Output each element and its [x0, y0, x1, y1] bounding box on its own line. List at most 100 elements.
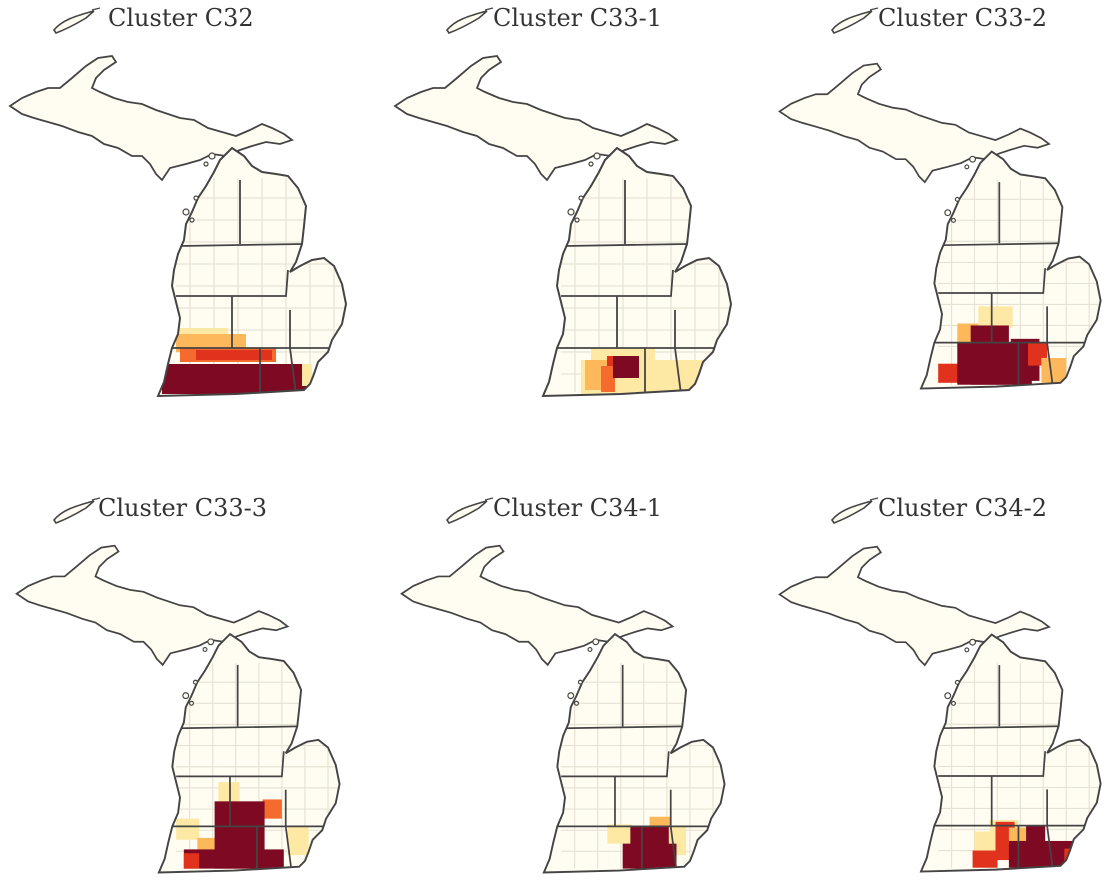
island — [587, 646, 593, 652]
michigan-map — [8, 55, 348, 398]
map-panel-c34-1: Cluster C34-1 — [385, 490, 745, 884]
lower-peninsula-outline — [542, 632, 726, 874]
upper-peninsula — [393, 55, 679, 182]
region-border — [564, 725, 683, 730]
island — [574, 700, 580, 706]
region-border — [561, 269, 674, 297]
map-panel-c33-3: Cluster C33-3 — [0, 490, 360, 884]
island — [964, 164, 970, 170]
lower-peninsula — [543, 148, 731, 396]
panel-title: Cluster C33-2 — [878, 4, 1048, 32]
region-border — [938, 268, 1047, 294]
region-border — [669, 826, 678, 871]
island — [567, 208, 575, 216]
island — [588, 161, 594, 167]
island — [189, 217, 195, 223]
hotspot-level1 — [302, 364, 312, 386]
map-panel-c33-1: Cluster C33-1 — [385, 0, 745, 420]
hotspot-level2 — [1008, 827, 1027, 845]
region-border — [1046, 342, 1054, 387]
hotspot-level4 — [183, 853, 200, 869]
hotspot-level1 — [218, 782, 240, 806]
lake-island-icon — [53, 7, 101, 34]
lake-island-icon — [53, 497, 101, 524]
michigan-map — [15, 544, 341, 874]
hotspot-level1 — [176, 818, 200, 840]
island — [207, 638, 215, 646]
upper-peninsula — [778, 545, 1051, 667]
island — [182, 692, 190, 700]
upper-peninsula — [400, 544, 675, 667]
region-border — [176, 751, 285, 778]
panel-title: Cluster C33-1 — [493, 4, 663, 32]
map-panel-c33-2: Cluster C33-2 — [770, 0, 1114, 420]
lower-peninsula — [920, 634, 1101, 872]
region-border — [564, 243, 688, 247]
island — [954, 679, 960, 685]
island — [189, 700, 195, 706]
hotspot-level1 — [287, 826, 309, 856]
region-border — [284, 826, 293, 871]
upper-peninsula — [778, 62, 1051, 184]
island — [578, 195, 584, 201]
lower-peninsula — [158, 634, 340, 873]
lower-peninsula — [543, 634, 725, 873]
lake-island-icon — [831, 497, 879, 524]
island — [193, 195, 199, 201]
island — [203, 161, 209, 167]
region-border — [674, 347, 682, 395]
island — [182, 208, 190, 216]
island — [574, 217, 580, 223]
hotspot-level4 — [938, 363, 960, 383]
hotspot-level4 — [972, 850, 998, 868]
lower-peninsula-outline — [919, 633, 1102, 873]
island — [577, 679, 583, 685]
island — [192, 679, 198, 685]
region-border — [561, 751, 670, 778]
lower-peninsula-content — [162, 148, 344, 395]
lower-peninsula-content — [554, 634, 723, 871]
panel-title: Cluster C34-1 — [493, 494, 663, 522]
michigan-map — [778, 545, 1102, 873]
hotspot-level5 — [1026, 825, 1046, 849]
region-border — [1046, 825, 1054, 870]
lower-peninsula-outline — [541, 146, 733, 398]
island — [567, 692, 575, 700]
hotspot-level4 — [196, 350, 272, 360]
hotspot-level2 — [1041, 357, 1067, 383]
island — [954, 196, 960, 202]
island — [944, 209, 952, 217]
upper-peninsula — [15, 544, 290, 667]
island — [592, 638, 600, 646]
island — [202, 646, 208, 652]
michigan-map — [778, 62, 1102, 390]
panel-title: Cluster C34-2 — [878, 494, 1048, 522]
island — [969, 155, 977, 163]
michigan-map — [393, 55, 733, 398]
map-panel-c32: Cluster C32 — [0, 0, 360, 420]
hotspot-level5 — [162, 364, 310, 394]
region-border — [179, 243, 303, 247]
region-border — [176, 269, 289, 297]
panel-title: Cluster C32 — [108, 4, 254, 32]
map-panel-c34-2: Cluster C34-2 — [770, 490, 1114, 884]
island — [969, 638, 977, 646]
lower-peninsula-outline — [156, 146, 348, 398]
region-border — [941, 242, 1059, 247]
lake-island-icon — [446, 497, 494, 524]
panel-title: Cluster C33-3 — [98, 494, 268, 522]
lake-island-icon — [831, 7, 879, 34]
lower-peninsula-outline — [157, 632, 341, 874]
island — [950, 217, 956, 223]
lower-peninsula-outline — [919, 150, 1102, 390]
region-border — [941, 725, 1059, 730]
hotspot-level1 — [974, 831, 1000, 853]
michigan-map — [400, 544, 726, 874]
region-border — [938, 751, 1047, 777]
island — [950, 700, 956, 706]
region-border — [289, 347, 297, 395]
hotspot-level5 — [622, 843, 677, 869]
region-border — [179, 725, 298, 730]
hotspot-level1 — [607, 824, 633, 844]
